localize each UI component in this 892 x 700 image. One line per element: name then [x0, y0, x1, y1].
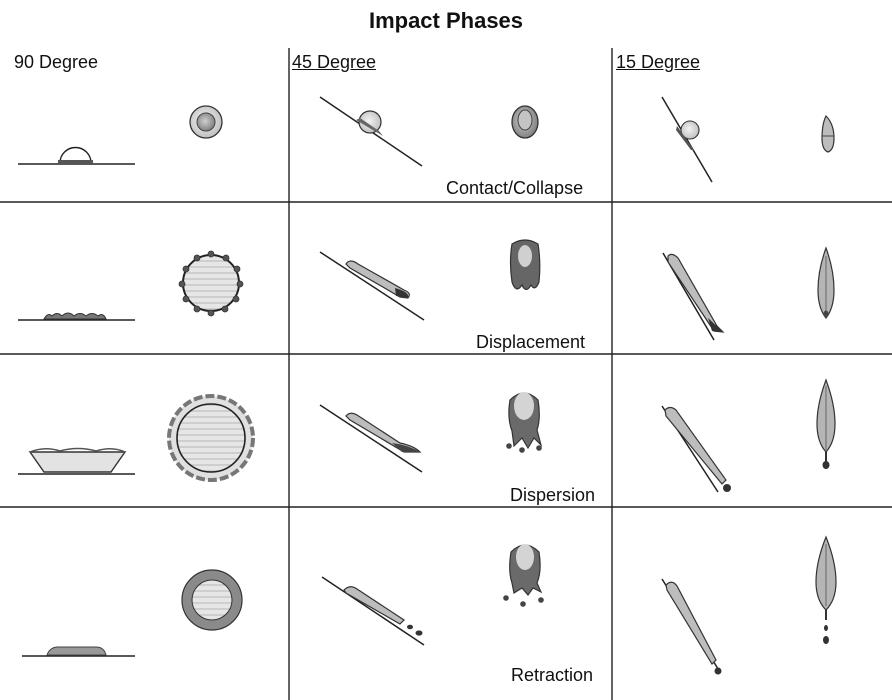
cell-45-displacement	[320, 240, 540, 320]
cell-90-contact	[18, 106, 222, 164]
cell-90-dispersion	[18, 396, 253, 480]
cell-15-contact	[662, 97, 834, 182]
cell-90-displacement	[18, 251, 243, 320]
cell-45-retraction	[322, 544, 544, 645]
grid-lines	[0, 48, 892, 700]
cell-45-contact	[320, 97, 538, 166]
cell-15-displacement	[663, 248, 834, 340]
cell-15-dispersion	[662, 380, 835, 492]
cell-15-retraction	[662, 537, 836, 675]
cell-45-dispersion	[320, 392, 542, 472]
cell-90-retraction	[22, 570, 242, 656]
